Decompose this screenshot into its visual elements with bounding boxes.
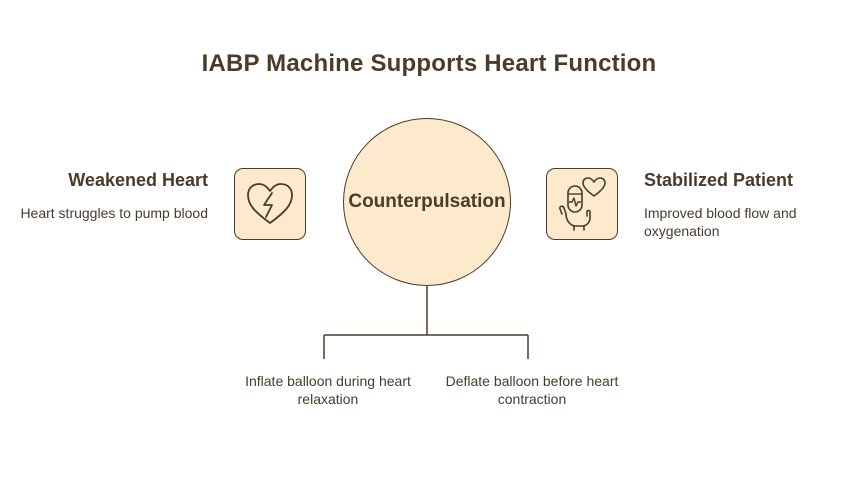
right-icon-box [546,168,618,240]
left-description: Heart struggles to pump blood [20,205,208,221]
right-description: Improved blood flow and oxygenation [644,205,797,239]
right-title: Stabilized Patient [644,170,794,190]
left-icon-box [234,168,306,240]
hand-heart-monitor-icon [559,177,606,231]
diagram-title: IABP Machine Supports Heart Function [201,50,657,77]
branch-label-deflate: Deflate balloon before heart contraction [445,373,619,407]
center-label: Counterpulsation [348,191,506,212]
center-circle: Counterpulsation [343,118,511,286]
broken-heart-icon [247,183,293,224]
left-title: Weakened Heart [68,170,208,190]
branch-label-inflate: Inflate balloon during heart relaxation [245,373,411,407]
